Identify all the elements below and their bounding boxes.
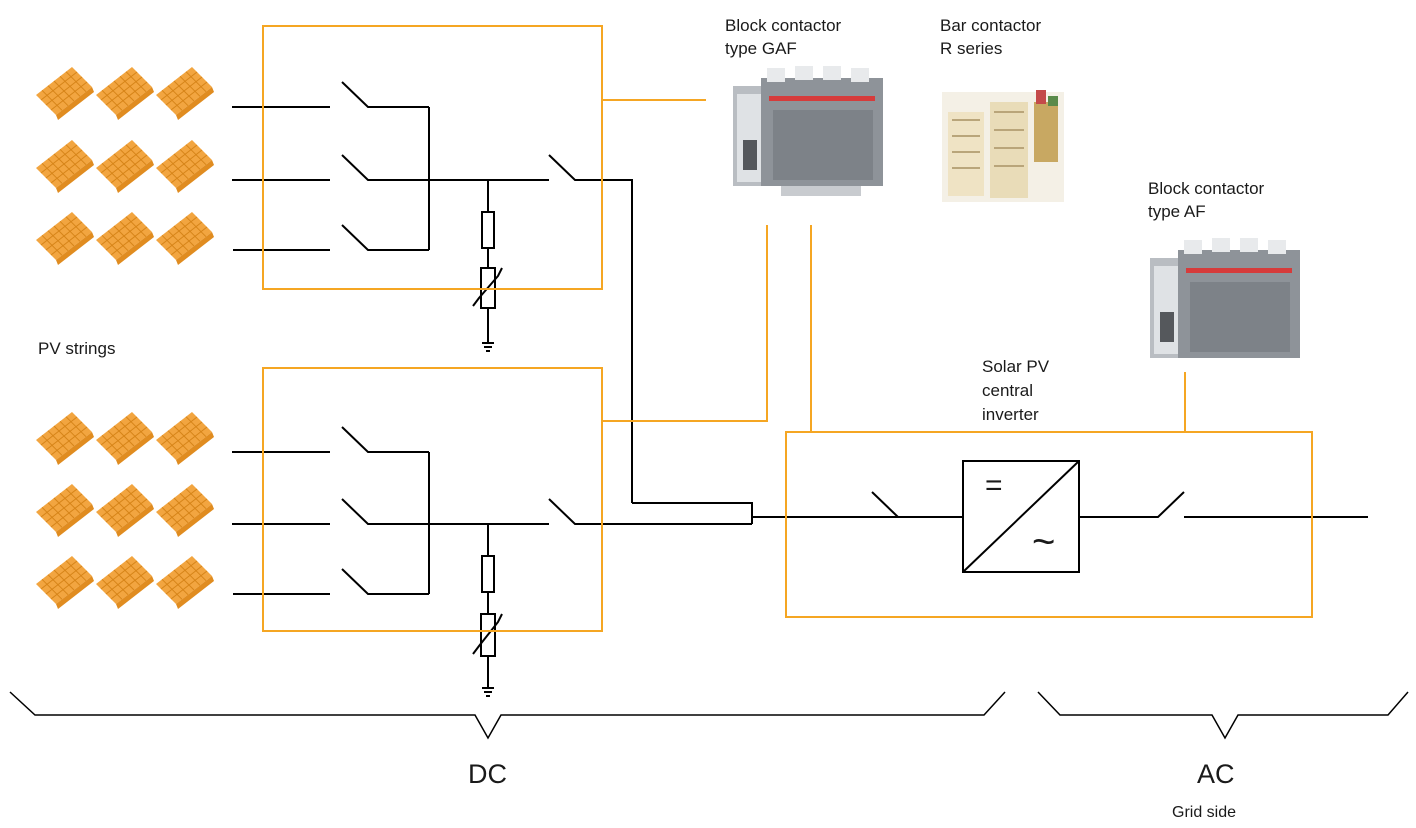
inverter-label-line3: inverter [982, 405, 1039, 424]
combiner-box-top [232, 81, 633, 503]
ac-brace [1037, 691, 1409, 740]
panel-array-top [35, 66, 215, 266]
solar-panel-icon [155, 139, 215, 194]
solar-panel-icon [155, 411, 215, 466]
orange-enclosures [262, 25, 1313, 632]
solar-panel-icon [155, 483, 215, 538]
solar-panel-icon [35, 211, 95, 266]
block-contactor-af-icon [1150, 238, 1300, 358]
solar-panel-icon [95, 411, 155, 466]
solar-panel-icon [35, 139, 95, 194]
block-contactor-af-label-line1: Block contactor [1148, 179, 1265, 198]
ac-symbol: ~ [1032, 520, 1056, 564]
dc-brace [9, 691, 1006, 740]
panel-array-bottom [35, 411, 215, 610]
bar-contactor-label-line2: R series [940, 39, 1003, 58]
solar-panel-icon [155, 211, 215, 266]
dc-label: DC [468, 759, 507, 789]
ac-label: AC [1197, 759, 1235, 789]
solar-panel-icon [95, 211, 155, 266]
pv-strings-label: PV strings [38, 339, 116, 358]
inverter-label-line2: central [982, 381, 1034, 400]
inverter-label-line1: Solar PV [982, 357, 1050, 376]
solar-panel-icon [95, 483, 155, 538]
block-contactor-af-label-line2: type AF [1148, 202, 1206, 221]
solar-panel-icon [35, 411, 95, 466]
combiner-box-bottom [232, 426, 753, 697]
inverter-circuit [752, 460, 1368, 573]
solar-panel-icon [35, 555, 95, 610]
bar-contactor-icon [942, 90, 1064, 202]
block-contactor-gaf-icon [733, 66, 883, 196]
solar-panel-icon [35, 483, 95, 538]
solar-panel-icon [155, 66, 215, 121]
solar-panel-icon [95, 66, 155, 121]
combiner-enclosure-bottom [262, 367, 603, 632]
dc-symbol: = [985, 469, 1003, 502]
combiner-enclosure-top [262, 25, 603, 290]
solar-panel-icon [155, 555, 215, 610]
bar-contactor-label-line1: Bar contactor [940, 16, 1042, 35]
inverter-enclosure [785, 431, 1313, 618]
block-contactor-gaf-label-line1: Block contactor [725, 16, 842, 35]
grid-side-label: Grid side [1172, 804, 1237, 821]
solar-panel-icon [95, 139, 155, 194]
solar-panel-icon [95, 555, 155, 610]
block-contactor-gaf-label-line2: type GAF [725, 39, 797, 58]
solar-panel-icon [35, 66, 95, 121]
